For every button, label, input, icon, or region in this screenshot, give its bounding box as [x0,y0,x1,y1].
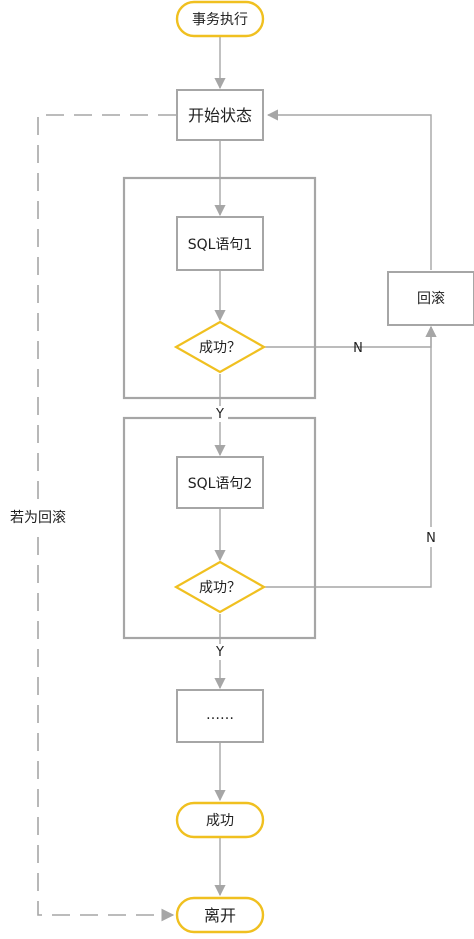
yes1-label: Y [215,407,224,422]
decision2-label: 成功？ [199,580,241,596]
start-terminal-label: 事务执行 [192,12,248,28]
rollback-box [387,271,474,326]
ellipsis-label: …… [206,707,234,723]
ellipsis-box [176,689,264,743]
yes2-label-bg [212,644,228,660]
edge-rollback-to-init [266,109,432,270]
decision1-diamond [173,320,267,374]
yes1-label-bg [212,406,228,422]
decision2-diamond [173,560,267,614]
success-terminal-label: 成功 [206,813,234,829]
leave-terminal [175,896,265,934]
leave-terminal-label: 离开 [204,906,236,925]
yes2-label: Y [215,645,224,660]
success-terminal [175,801,265,839]
start-terminal [175,0,265,38]
sql2-label: SQL语句2 [188,476,253,492]
no1-label: N [353,341,363,356]
rollback-label: 回滚 [417,290,445,307]
decision1-label: 成功？ [199,340,241,356]
sql1-label: SQL语句1 [188,237,253,253]
init-state-box [176,89,264,141]
sql2-box [176,456,264,509]
no2-label-bg [421,527,441,547]
no2-label: N [426,531,436,546]
sql1-box [176,216,264,271]
if-rollback-label-bg [3,505,73,529]
init-state-label: 开始状态 [188,106,252,125]
edge-decision2-no-to-rollback [264,325,437,588]
if-rollback-label: 若为回滚 [10,509,66,526]
edge-decision1-no-to-rollback [264,325,437,348]
watermark: 知乎 @HkingAuditore [324,904,470,921]
